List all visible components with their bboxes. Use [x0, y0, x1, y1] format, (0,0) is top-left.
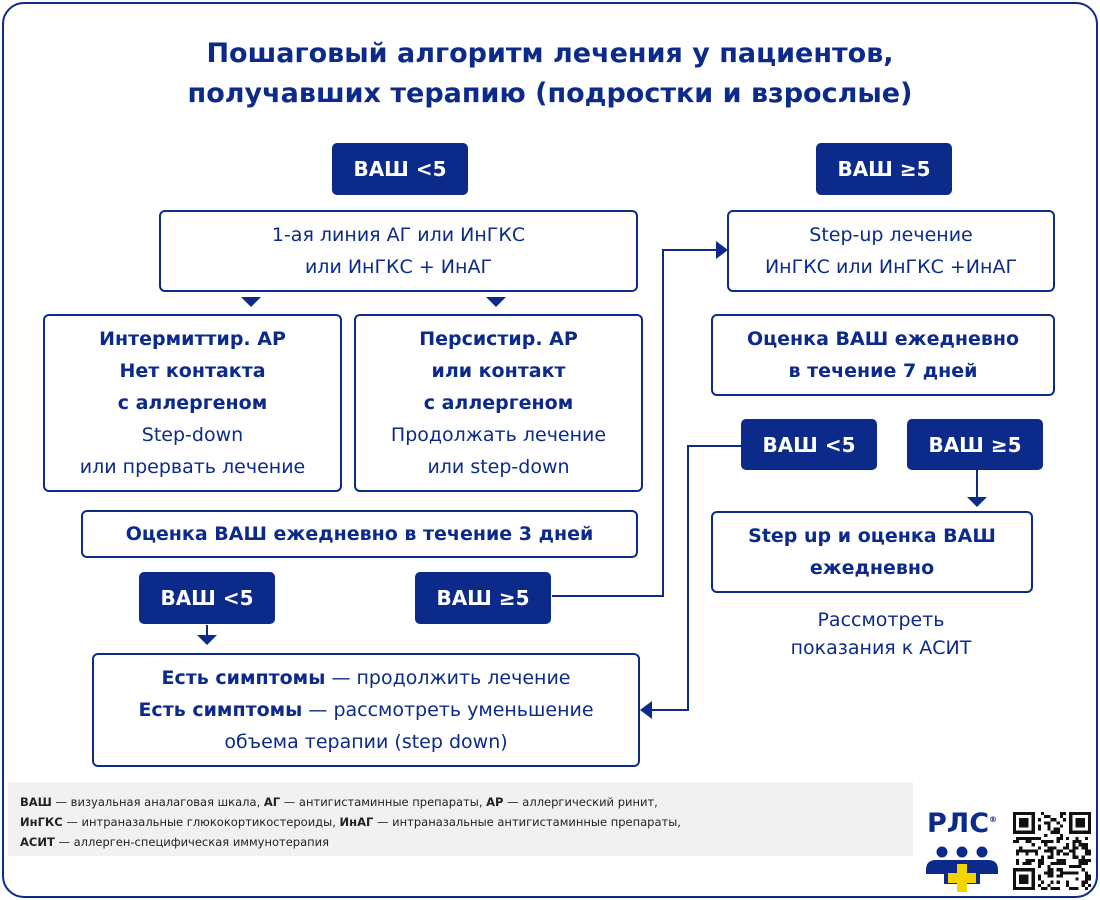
legend-def: — антигистаминные препараты, — [280, 795, 487, 809]
legend-line-3: АСИТ — аллерген-специфическая иммунотера… — [20, 832, 901, 852]
assess-7-days-text-2: в течение 7 дней — [788, 360, 978, 382]
step-up-text-2: ИнГКС или ИнГКС +ИнАГ — [764, 256, 1018, 278]
rls-logo: РЛС® — [922, 808, 1002, 892]
persistent-bold-1: Персистир. АР — [419, 328, 578, 350]
persistent-bold-2: или контакт — [431, 360, 566, 382]
step-up-assess-box: Step up и оценка ВАШ ежедневно — [711, 511, 1033, 593]
intermittent-bold-3: с аллергеном — [117, 392, 268, 414]
asit-note: Рассмотреть показания к АСИТ — [731, 606, 1031, 662]
vas-ge5-top-pill: ВАШ ≥5 — [816, 143, 952, 195]
vas-lt5-right-pill: ВАШ <5 — [741, 419, 877, 470]
outcome-row-2: Есть симптомы — рассмотреть уменьшение — [138, 694, 593, 726]
asit-note-line-1: Рассмотреть — [817, 609, 945, 631]
vas-lt5-top-label: ВАШ <5 — [353, 157, 447, 181]
legend-def: — интраназальные глюкокортикостероиды, — [62, 815, 340, 829]
vas-lt5-bottom-pill: ВАШ <5 — [139, 572, 275, 624]
assess-7-days-text-1: Оценка ВАШ ежедневно — [746, 328, 1020, 350]
legend-term: ВАШ — [20, 795, 52, 809]
title-line-2: получавших терапию (подростки и взрослые… — [187, 78, 913, 109]
vas-ge5-bottom-pill: ВАШ ≥5 — [415, 572, 551, 624]
persistent-text-2: или step-down — [427, 456, 570, 478]
asit-note-line-2: показания к АСИТ — [790, 637, 972, 659]
intermittent-box: Интермиттир. АР Нет контакта с аллергено… — [43, 314, 342, 492]
outcome-row-2-bold: Есть симптомы — [138, 699, 303, 721]
assess-3-days-text: Оценка ВАШ ежедневно в течение 3 дней — [125, 523, 594, 545]
intermittent-text-1: Step-down — [141, 424, 244, 446]
vas-ge5-right-pill: ВАШ ≥5 — [907, 419, 1043, 470]
first-line-text-1: 1-ая линия АГ или ИнГКС — [271, 224, 526, 246]
legend-line-1: ВАШ — визуальная аналаговая шкала, АГ — … — [20, 792, 901, 812]
vas-lt5-right-label: ВАШ <5 — [762, 432, 856, 457]
assess-7-days-box: Оценка ВАШ ежедневно в течение 7 дней — [711, 314, 1055, 396]
rls-logo-people-icon — [926, 846, 998, 892]
vas-lt5-bottom-label: ВАШ <5 — [160, 586, 254, 610]
assess-3-days-box: Оценка ВАШ ежедневно в течение 3 дней — [81, 510, 638, 558]
legend: ВАШ — визуальная аналаговая шкала, АГ — … — [8, 782, 913, 856]
persistent-text-1: Продолжать лечение — [390, 424, 607, 446]
outcome-row-1: Есть симптомы — продолжить лечение — [162, 662, 571, 694]
title-line-1: Пошаговый алгоритм лечения у пациентов, — [206, 38, 894, 69]
step-up-box: Step-up лечение ИнГКС или ИнГКС +ИнАГ — [727, 210, 1055, 292]
intermittent-text-2: или прервать лечение — [79, 456, 306, 478]
rls-logo-text: РЛС® — [922, 808, 1002, 839]
legend-term: АГ — [263, 795, 281, 809]
first-line-text-2: или ИнГКС + ИнАГ — [304, 256, 493, 278]
page-title: Пошаговый алгоритм лечения у пациентов, … — [0, 34, 1100, 114]
rls-logo-word: РЛС — [926, 808, 990, 839]
vas-lt5-top-pill: ВАШ <5 — [332, 143, 468, 195]
first-line-box: 1-ая линия АГ или ИнГКС или ИнГКС + ИнАГ — [159, 210, 638, 292]
legend-term: ИнАГ — [339, 815, 374, 829]
outcome-box: Есть симптомы — продолжить лечение Есть … — [92, 653, 640, 767]
step-up-assess-text-2: ежедневно — [809, 557, 935, 579]
persistent-box: Персистир. АР или контакт с аллергеном П… — [354, 314, 643, 492]
outcome-row-1-bold: Есть симптомы — [161, 667, 326, 689]
legend-def: — аллерген-специфическая иммунотерапия — [54, 835, 330, 849]
intermittent-bold-2: Нет контакта — [119, 360, 266, 382]
outcome-row-2-rest: — рассмотреть уменьшение — [302, 699, 594, 721]
step-up-text-1: Step-up лечение — [809, 224, 973, 246]
legend-def: — визуальная аналаговая шкала, — [51, 795, 264, 809]
legend-line-2: ИнГКС — интраназальные глюкокортикостеро… — [20, 812, 901, 832]
vas-ge5-top-label: ВАШ ≥5 — [837, 157, 931, 181]
vas-ge5-right-label: ВАШ ≥5 — [928, 432, 1022, 457]
step-up-assess-text-1: Step up и оценка ВАШ — [748, 525, 996, 547]
legend-term: АР — [486, 795, 504, 809]
outcome-row-1-rest: — продолжить лечение — [325, 667, 571, 689]
legend-term: АСИТ — [20, 835, 55, 849]
qr-code-icon — [1013, 812, 1091, 890]
persistent-bold-3: с аллергеном — [423, 392, 574, 414]
rls-logo-registered: ® — [989, 815, 998, 824]
intermittent-bold-1: Интермиттир. АР — [99, 328, 286, 350]
vas-ge5-bottom-label: ВАШ ≥5 — [436, 586, 530, 610]
legend-def: — интраназальные антигистаминные препара… — [373, 815, 681, 829]
legend-term: ИнГКС — [20, 815, 63, 829]
outcome-row-3: объема терапии (step down) — [224, 731, 508, 753]
legend-def: — аллергический ринит, — [503, 795, 658, 809]
